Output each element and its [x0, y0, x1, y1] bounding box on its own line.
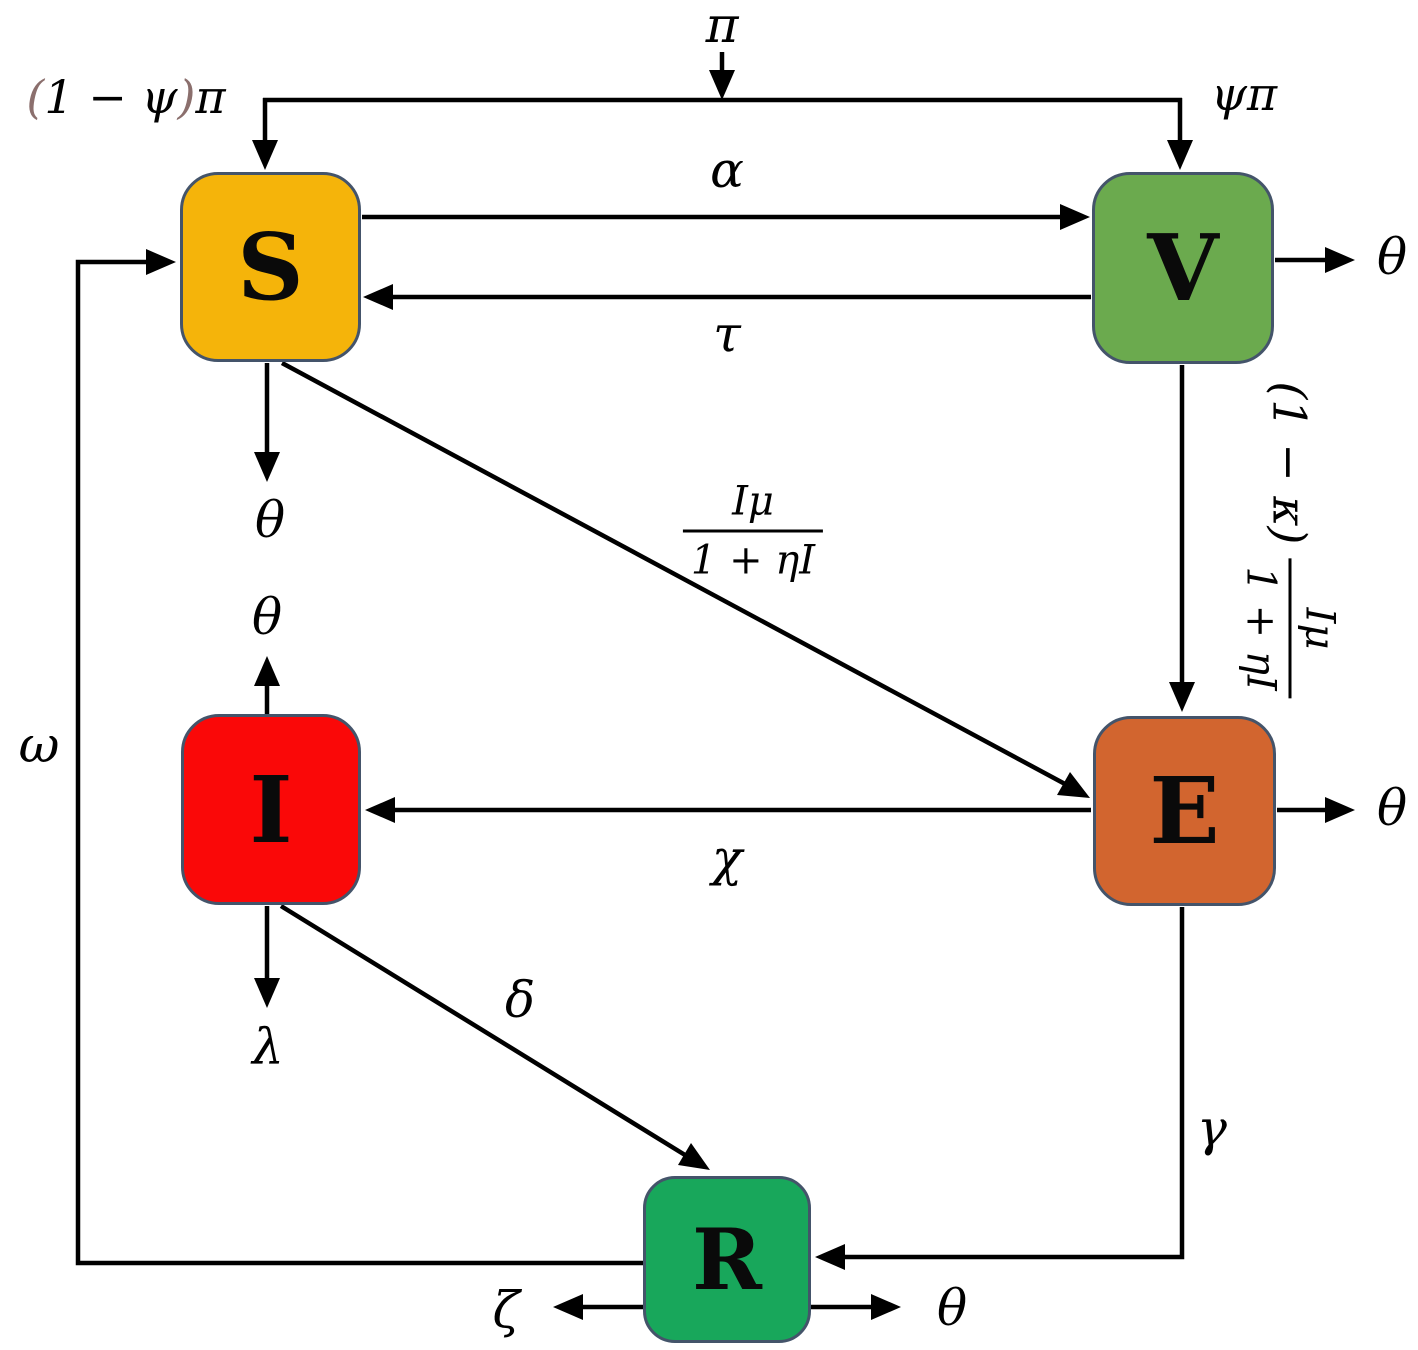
- arrowhead-left-icon: [365, 797, 395, 823]
- arrowhead-down-icon: [252, 140, 278, 170]
- label-paren-close: ): [177, 70, 196, 124]
- arrow-E-death-theta: [1277, 797, 1355, 823]
- arrowhead-right-icon: [146, 249, 176, 275]
- node-E-exposed: E: [1093, 716, 1276, 906]
- arrowhead-up-icon: [254, 656, 280, 686]
- label-one-minus-kappa: (1 − κ): [1263, 381, 1317, 545]
- label-pi-suffix: π: [195, 70, 226, 124]
- arrow-recruitment-into-V: [1167, 98, 1193, 170]
- node-S-susceptible: S: [180, 172, 361, 362]
- label-pi-recruitment: π: [705, 0, 739, 54]
- arrow-line: [280, 361, 1067, 786]
- label-chi-progression: χ: [711, 829, 743, 887]
- arrow-recruitment-pi: [709, 52, 735, 100]
- node-V-vaccinated: V: [1092, 172, 1274, 364]
- arrow-I-death-theta: [254, 656, 280, 714]
- arrowhead-right-icon: [1060, 204, 1090, 230]
- arrowhead-right-icon: [1325, 247, 1355, 273]
- arrow-E-to-R-gamma: [815, 907, 1185, 1270]
- arrowhead-left-icon: [363, 284, 393, 310]
- node-R-recovered: R: [643, 1176, 811, 1343]
- label-theta-I-death: θ: [251, 588, 283, 646]
- label-gamma-recovery: γ: [1197, 1099, 1227, 1157]
- arrowhead-down-icon: [1169, 682, 1195, 712]
- label-theta-E-death: θ: [1376, 779, 1408, 837]
- label-theta-R-death: θ: [936, 1279, 968, 1337]
- arrowhead-right-icon: [871, 1294, 901, 1320]
- label-unvaccinated-recruitment: (1 − ψ)π: [26, 74, 225, 120]
- label-tau-vaccine-waning: τ: [713, 305, 741, 363]
- arrow-recruitment-into-S: [252, 98, 278, 170]
- arrow-S-death-theta: [254, 363, 280, 482]
- arrowhead-left-icon: [815, 1244, 845, 1270]
- arrow-line: [279, 904, 687, 1157]
- node-I-infectious: I: [181, 714, 361, 905]
- arrow-V-to-E-breakthrough: [1169, 365, 1195, 712]
- label-paren-open: (: [26, 70, 45, 124]
- label-breakthrough-infection-rate: (1 − κ) Iμ 1 + ηI: [1238, 381, 1343, 699]
- arrow-V-death-theta: [1275, 247, 1355, 273]
- arrowhead-down-icon: [254, 452, 280, 482]
- fraction-denominator: 1 + ηI: [1238, 558, 1292, 699]
- arrow-S-to-E-infection: [280, 361, 1090, 798]
- arrowhead-diagonal-icon: [1057, 772, 1090, 798]
- arrowhead-down-icon: [1167, 140, 1193, 170]
- fraction-denominator: 1 + ηI: [682, 529, 824, 581]
- label-force-of-infection: Iμ 1 + ηI: [682, 478, 824, 581]
- label-theta-S-death: θ: [254, 491, 286, 549]
- node-R-label: R: [692, 1209, 762, 1309]
- node-E-label: E: [1149, 757, 1220, 865]
- arrowhead-left-icon: [553, 1294, 583, 1320]
- node-I-label: I: [249, 755, 293, 864]
- arrowhead-down-icon: [709, 70, 735, 100]
- label-zeta-R-outflow: ζ: [492, 1281, 520, 1339]
- arrow-R-to-S-omega: [75, 249, 643, 1266]
- arrow-I-to-R-delta: [279, 904, 710, 1170]
- label-delta-recovery: δ: [504, 971, 536, 1029]
- label-one-minus-psi: 1 − ψ: [44, 70, 178, 124]
- arrow-R-out-zeta: [553, 1294, 643, 1320]
- label-theta-V-death: θ: [1376, 228, 1408, 286]
- arrow-I-disease-death-lambda: [254, 906, 280, 1008]
- label-psi-pi-vaccinated-recruitment: ψπ: [1210, 67, 1278, 121]
- arrowhead-right-icon: [1325, 797, 1355, 823]
- arrow-S-to-V-alpha: [362, 204, 1090, 230]
- label-lambda-disease-death: λ: [252, 1018, 284, 1076]
- arrowhead-diagonal-icon: [678, 1143, 710, 1170]
- arrow-line: [75, 259, 643, 1266]
- fraction-numerator: Iμ: [732, 478, 774, 525]
- arrow-E-to-I-chi: [365, 797, 1091, 823]
- fraction-numerator: Iμ: [1296, 607, 1343, 650]
- label-omega-immunity-waning: ω: [18, 716, 60, 774]
- label-alpha-vaccination: α: [710, 141, 744, 199]
- arrow-R-death-theta: [811, 1294, 901, 1320]
- node-S-label: S: [237, 213, 304, 321]
- arrow-V-to-S-tau: [363, 284, 1091, 310]
- fraction-force-of-infection: Iμ 1 + ηI: [682, 478, 824, 581]
- node-V-label: V: [1147, 214, 1219, 322]
- arrow-line: [843, 907, 1185, 1260]
- arrowhead-down-icon: [254, 978, 280, 1008]
- fraction-force-of-infection-rotated: Iμ 1 + ηI: [1238, 558, 1343, 699]
